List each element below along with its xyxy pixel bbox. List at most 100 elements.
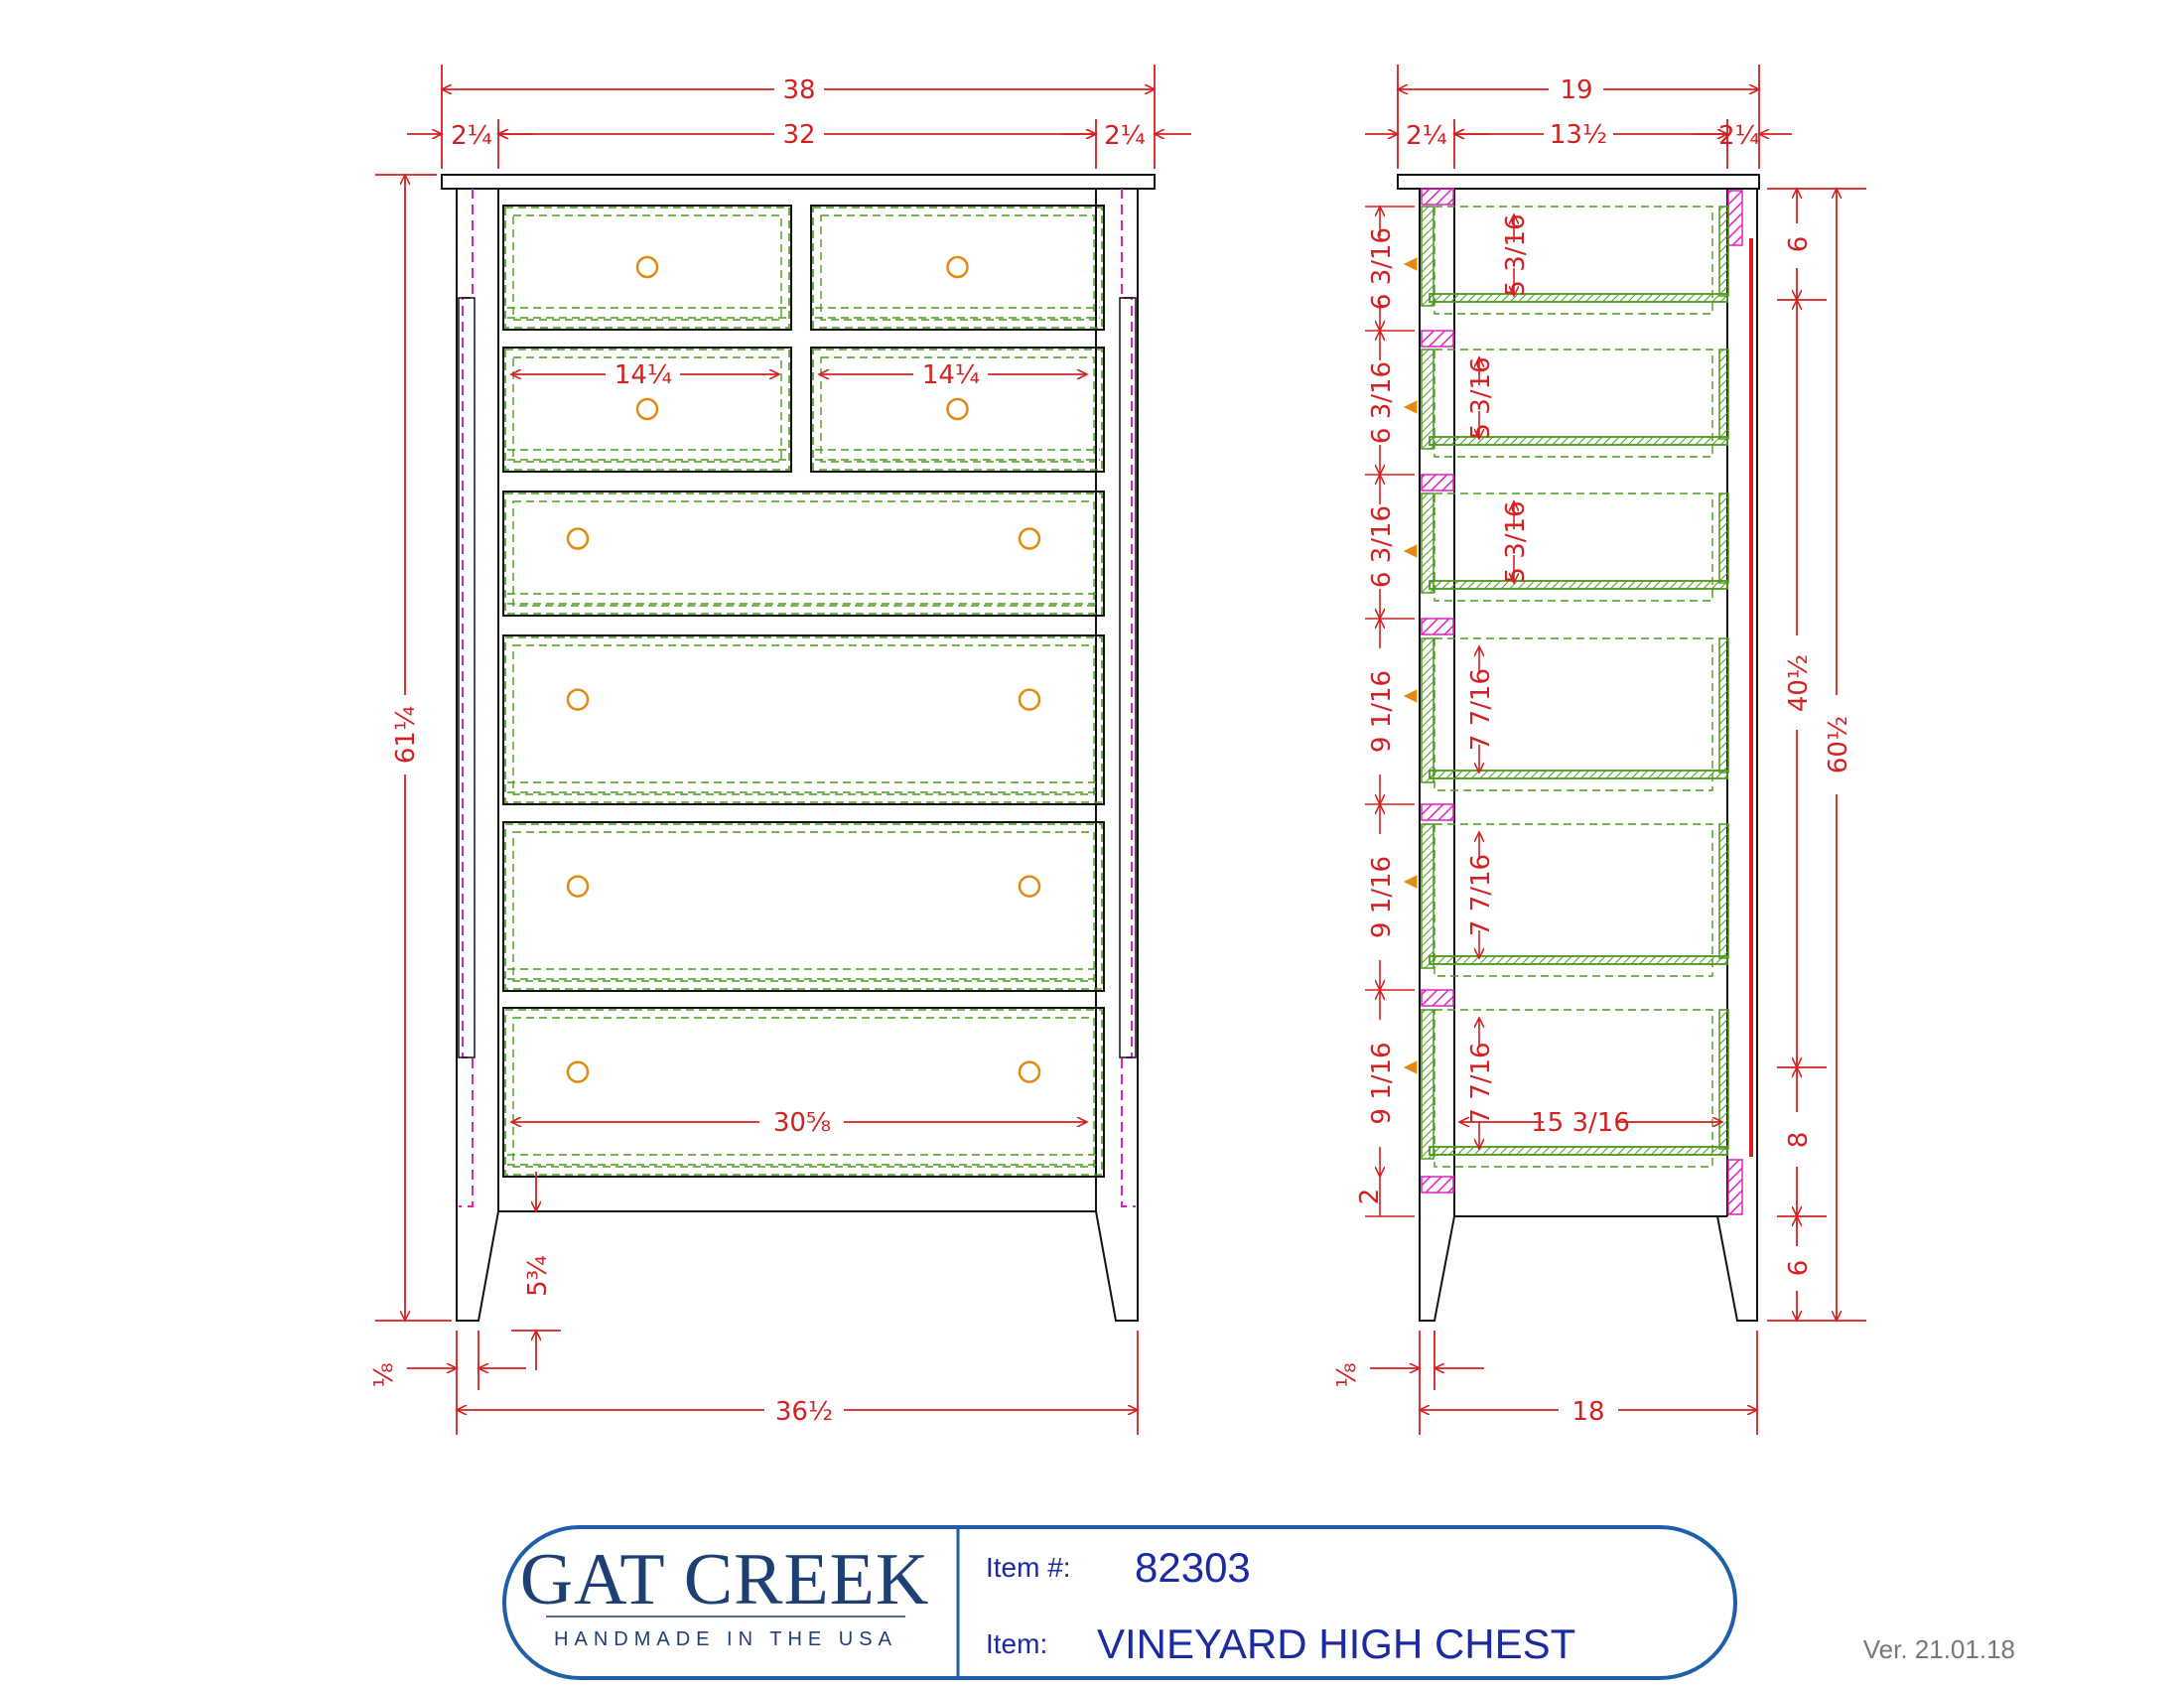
version-label: Ver. 21.01.18	[1863, 1634, 2015, 1664]
dim-front-drawer-width-right: 14¼	[922, 360, 980, 390]
drawer-box-hidden	[504, 1009, 1103, 1176]
drawer-box-inner-hidden	[820, 356, 1095, 463]
dim-front-leg-height: 5¾	[523, 1255, 553, 1297]
drawer-front-section	[1421, 637, 1434, 783]
drawer-back-section	[1718, 492, 1729, 584]
front-case-outline	[456, 189, 1139, 1322]
knob-icon	[1018, 875, 1041, 898]
drawer-back-section	[1718, 823, 1729, 959]
front-side-panel-hidden	[459, 189, 1136, 1207]
drawer-front	[810, 347, 1105, 473]
drawer-front	[502, 205, 792, 331]
drawer-box-hidden	[1433, 1009, 1713, 1168]
title-block-frame	[502, 1525, 1737, 1680]
dim-side-drawer-box-height: 7 7/16	[1466, 668, 1496, 751]
dim-side-drawer-depth: 15 3/16	[1531, 1108, 1630, 1138]
drawer-back-section	[1718, 1009, 1729, 1150]
logo-tagline: HANDMADE IN THE USA	[554, 1628, 897, 1650]
knob-icon	[1403, 544, 1418, 558]
side-drawer-boxes	[1403, 206, 1729, 1168]
drawer-back-section	[1718, 206, 1729, 297]
drawer-front	[502, 491, 1105, 617]
dim-front-overhang-right: 2¼	[1104, 121, 1146, 151]
rail-section	[1421, 474, 1454, 492]
drawer-bottom-section	[1429, 1146, 1728, 1156]
knob-icon	[1018, 1060, 1041, 1083]
knob-icon	[1403, 257, 1418, 271]
dim-side-drawer-box-height: 5 3/16	[1501, 213, 1531, 296]
dim-side-seg-legs: 6	[1784, 1260, 1814, 1277]
dim-side-drawer-opening: 6 3/16	[1367, 505, 1397, 588]
knob-icon	[1403, 875, 1418, 889]
drawer-bottom-section	[1429, 580, 1728, 590]
drawer-box-hidden	[1433, 637, 1713, 791]
drawer-front	[502, 347, 792, 473]
drawer-front	[502, 1007, 1105, 1178]
drawer-front	[502, 821, 1105, 992]
dim-side-drawer-opening: 9 1/16	[1367, 1042, 1397, 1124]
drawer-front-section	[1421, 823, 1434, 969]
knob-icon	[1018, 688, 1041, 711]
knob-icon	[1403, 1060, 1418, 1074]
rail-section	[1421, 188, 1454, 206]
drawer-box-inner-hidden	[512, 500, 1095, 607]
drawer-box-hidden	[504, 823, 1103, 990]
side-dimensions	[1365, 65, 1866, 1435]
front-side-panel-solid	[458, 297, 1137, 1058]
side-top-board	[1397, 174, 1760, 190]
rail-section	[1421, 618, 1454, 635]
knob-icon	[1403, 400, 1418, 414]
drawer-box-hidden	[1433, 206, 1713, 315]
dim-front-overhang-left: 2¼	[451, 121, 492, 151]
dim-front-drawer-box-width: 30⅝	[773, 1108, 831, 1138]
knob-icon	[1403, 689, 1418, 703]
knob-icon	[566, 527, 590, 550]
drawer-back-section	[1718, 349, 1729, 440]
dim-side-back-overhang: 2¼	[1718, 121, 1760, 151]
drawer-front-section	[1421, 1009, 1434, 1160]
dim-side-drawer-box-height: 7 7/16	[1466, 854, 1496, 936]
drawer-front	[810, 205, 1105, 331]
drawer-front-section	[1421, 349, 1434, 450]
dim-side-interior: 13½	[1550, 120, 1607, 150]
dim-side-overall-depth: 19	[1560, 75, 1592, 105]
knob-icon	[566, 875, 590, 898]
back-rail-section	[1727, 190, 1743, 246]
dim-side-leg-taper: ⅛	[1332, 1362, 1362, 1387]
drawer-box-hidden	[1433, 349, 1713, 458]
front-dimension-labels: 38 2¼ 32 2¼ 61¼ 14¼ 14¼ 30⅝ 5¾ ⅛ 36½	[369, 75, 1146, 1427]
drawer-box-hidden	[1433, 492, 1713, 602]
knob-icon	[946, 397, 969, 421]
drawer-box-hidden	[504, 492, 1103, 615]
dim-front-leg-taper: ⅛	[369, 1362, 399, 1387]
knob-icon	[566, 1060, 590, 1083]
dim-side-drawer-box-height: 7 7/16	[1466, 1042, 1496, 1124]
rail-section	[1421, 1176, 1454, 1194]
drawer-box-hidden	[1433, 823, 1713, 977]
item-number-label: Item #:	[986, 1552, 1071, 1583]
rail-section	[1421, 803, 1454, 821]
dim-side-seg-lower: 8	[1784, 1132, 1814, 1149]
drawer-front-section	[1421, 492, 1434, 594]
drawer-box-inner-hidden	[512, 1017, 1095, 1168]
drawer-bottom-section	[1429, 293, 1728, 303]
rail-section	[1421, 330, 1454, 348]
item-number-value: 82303	[1135, 1544, 1251, 1591]
logo-name: GAT CREEK	[520, 1539, 930, 1620]
drawer-box-inner-hidden	[512, 356, 782, 463]
dim-front-case-width: 32	[782, 120, 815, 150]
front-top-board	[441, 174, 1156, 190]
drawer-box-inner-hidden	[820, 214, 1095, 321]
item-name-value: VINEYARD HIGH CHEST	[1097, 1620, 1575, 1667]
dim-side-drawer-opening: 9 1/16	[1367, 856, 1397, 938]
dim-side-front-overhang: 2¼	[1406, 121, 1447, 151]
drawer-box-hidden	[812, 207, 1103, 329]
drawer-front-section	[1421, 206, 1434, 307]
back-rail-section	[1727, 1159, 1743, 1215]
knob-icon	[1018, 527, 1041, 550]
drawer-box-inner-hidden	[512, 644, 1095, 795]
front-dimensions	[375, 65, 1191, 1435]
knob-icon	[946, 255, 969, 279]
drawer-box-hidden	[812, 349, 1103, 471]
dim-side-seg-top: 6	[1784, 236, 1814, 253]
